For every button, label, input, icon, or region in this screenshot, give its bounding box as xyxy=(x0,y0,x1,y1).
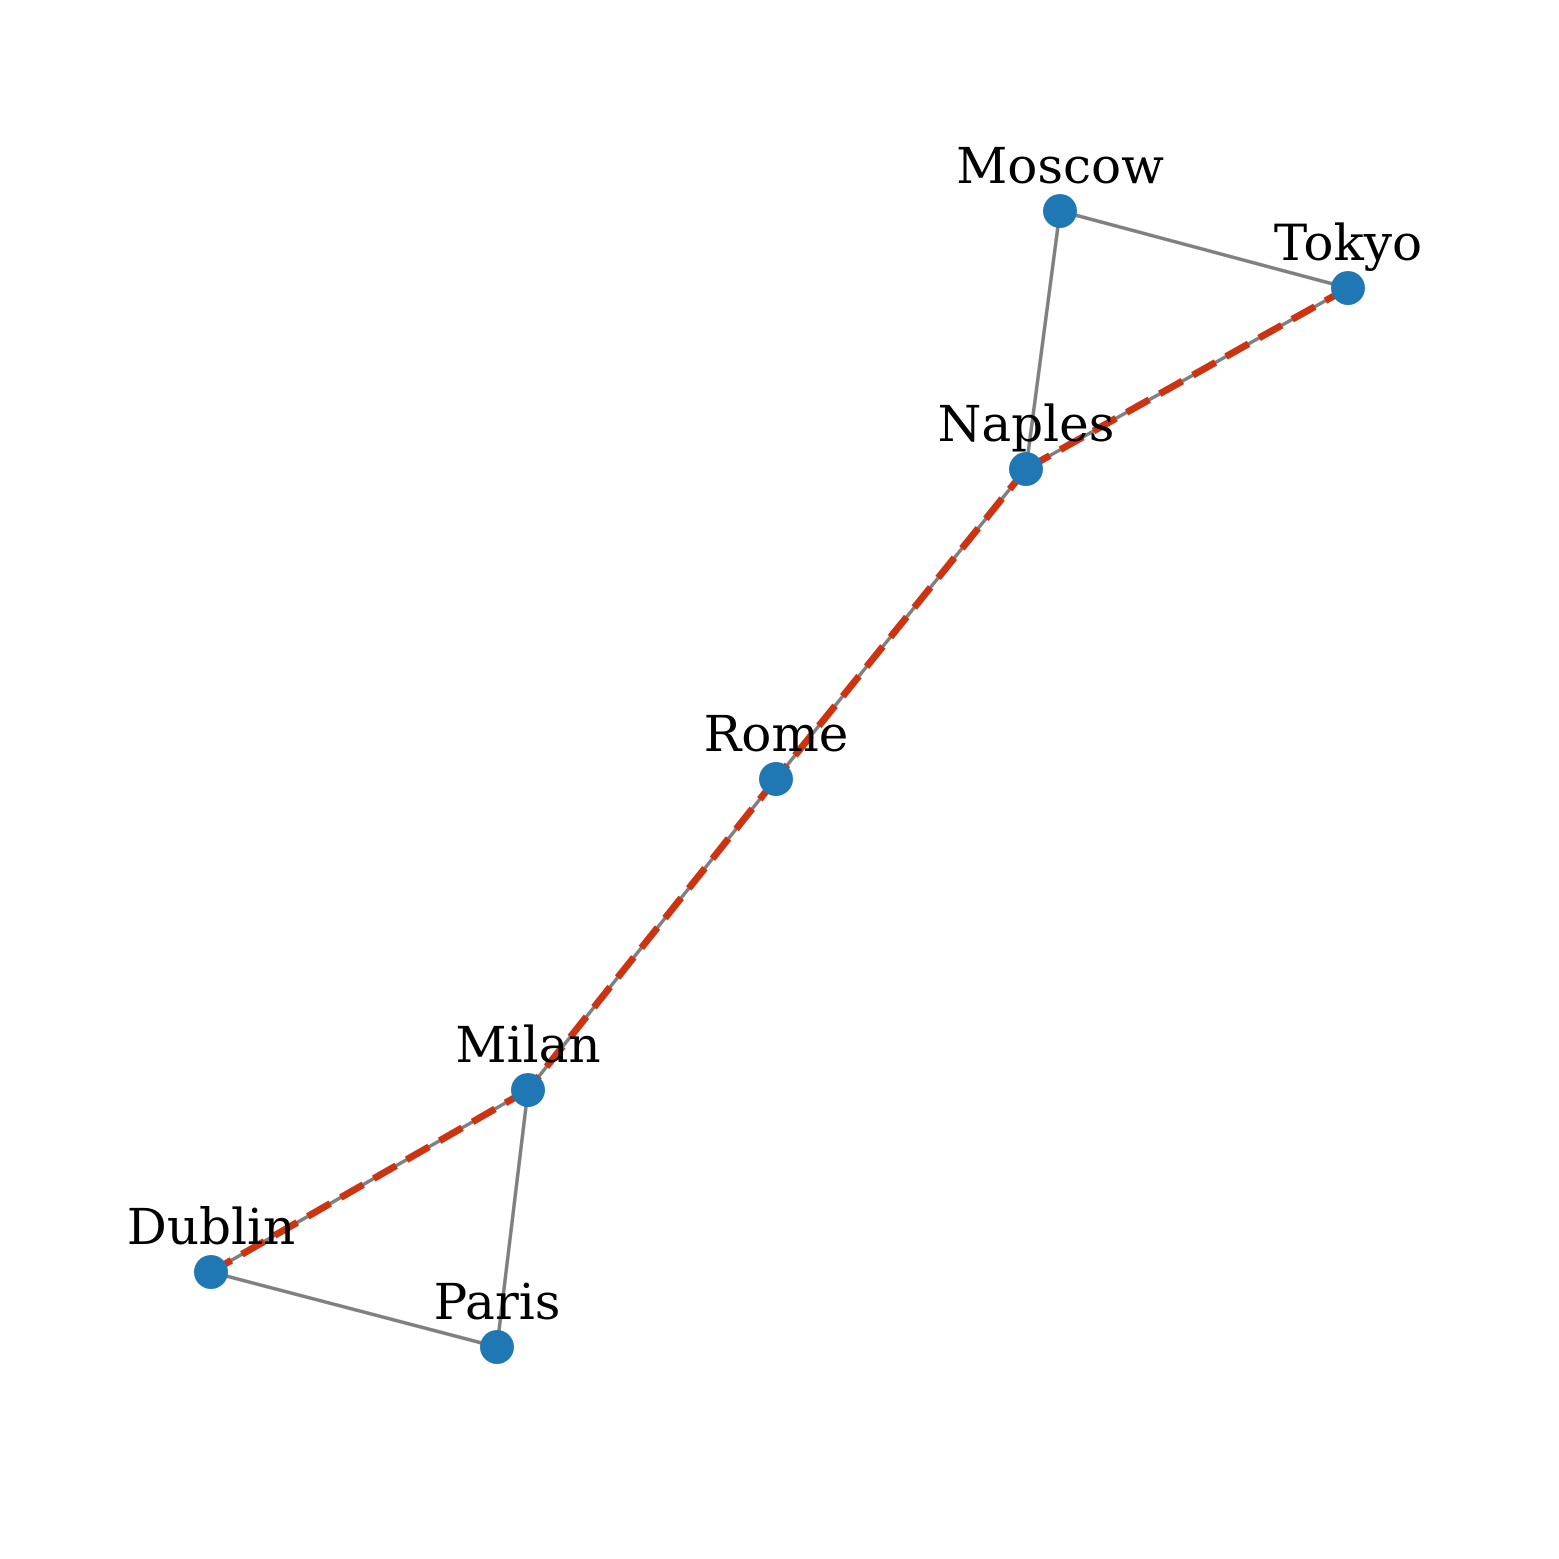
highlighted-path-layer xyxy=(209,284,1350,1276)
highlighted-path-segment-rome-milan xyxy=(525,776,779,1093)
highlighted-path-segment-tokyo-naples xyxy=(1024,284,1350,473)
node-naples xyxy=(1009,452,1043,486)
node-label-naples: Naples xyxy=(938,395,1115,453)
edge-dublin-paris xyxy=(210,1270,498,1349)
node-label-moscow: Moscow xyxy=(956,137,1164,195)
edge-milan-paris xyxy=(495,1089,530,1348)
node-paris xyxy=(480,1330,514,1364)
node-label-tokyo: Tokyo xyxy=(1274,214,1422,272)
node-label-dublin: Dublin xyxy=(127,1198,295,1256)
node-milan xyxy=(511,1073,545,1107)
node-tokyo xyxy=(1331,271,1365,305)
node-label-rome: Rome xyxy=(704,705,849,763)
node-rome xyxy=(759,762,793,796)
edge-moscow-tokyo xyxy=(1059,209,1349,290)
node-label-paris: Paris xyxy=(434,1273,561,1331)
edge-moscow-naples xyxy=(1024,210,1062,470)
node-moscow xyxy=(1043,194,1077,228)
highlighted-path-segment-naples-rome xyxy=(773,466,1029,782)
node-dublin xyxy=(194,1255,228,1289)
nodes-layer xyxy=(194,194,1365,1364)
node-label-milan: Milan xyxy=(455,1016,600,1074)
highlighted-path-segment-milan-dublin xyxy=(209,1086,530,1276)
